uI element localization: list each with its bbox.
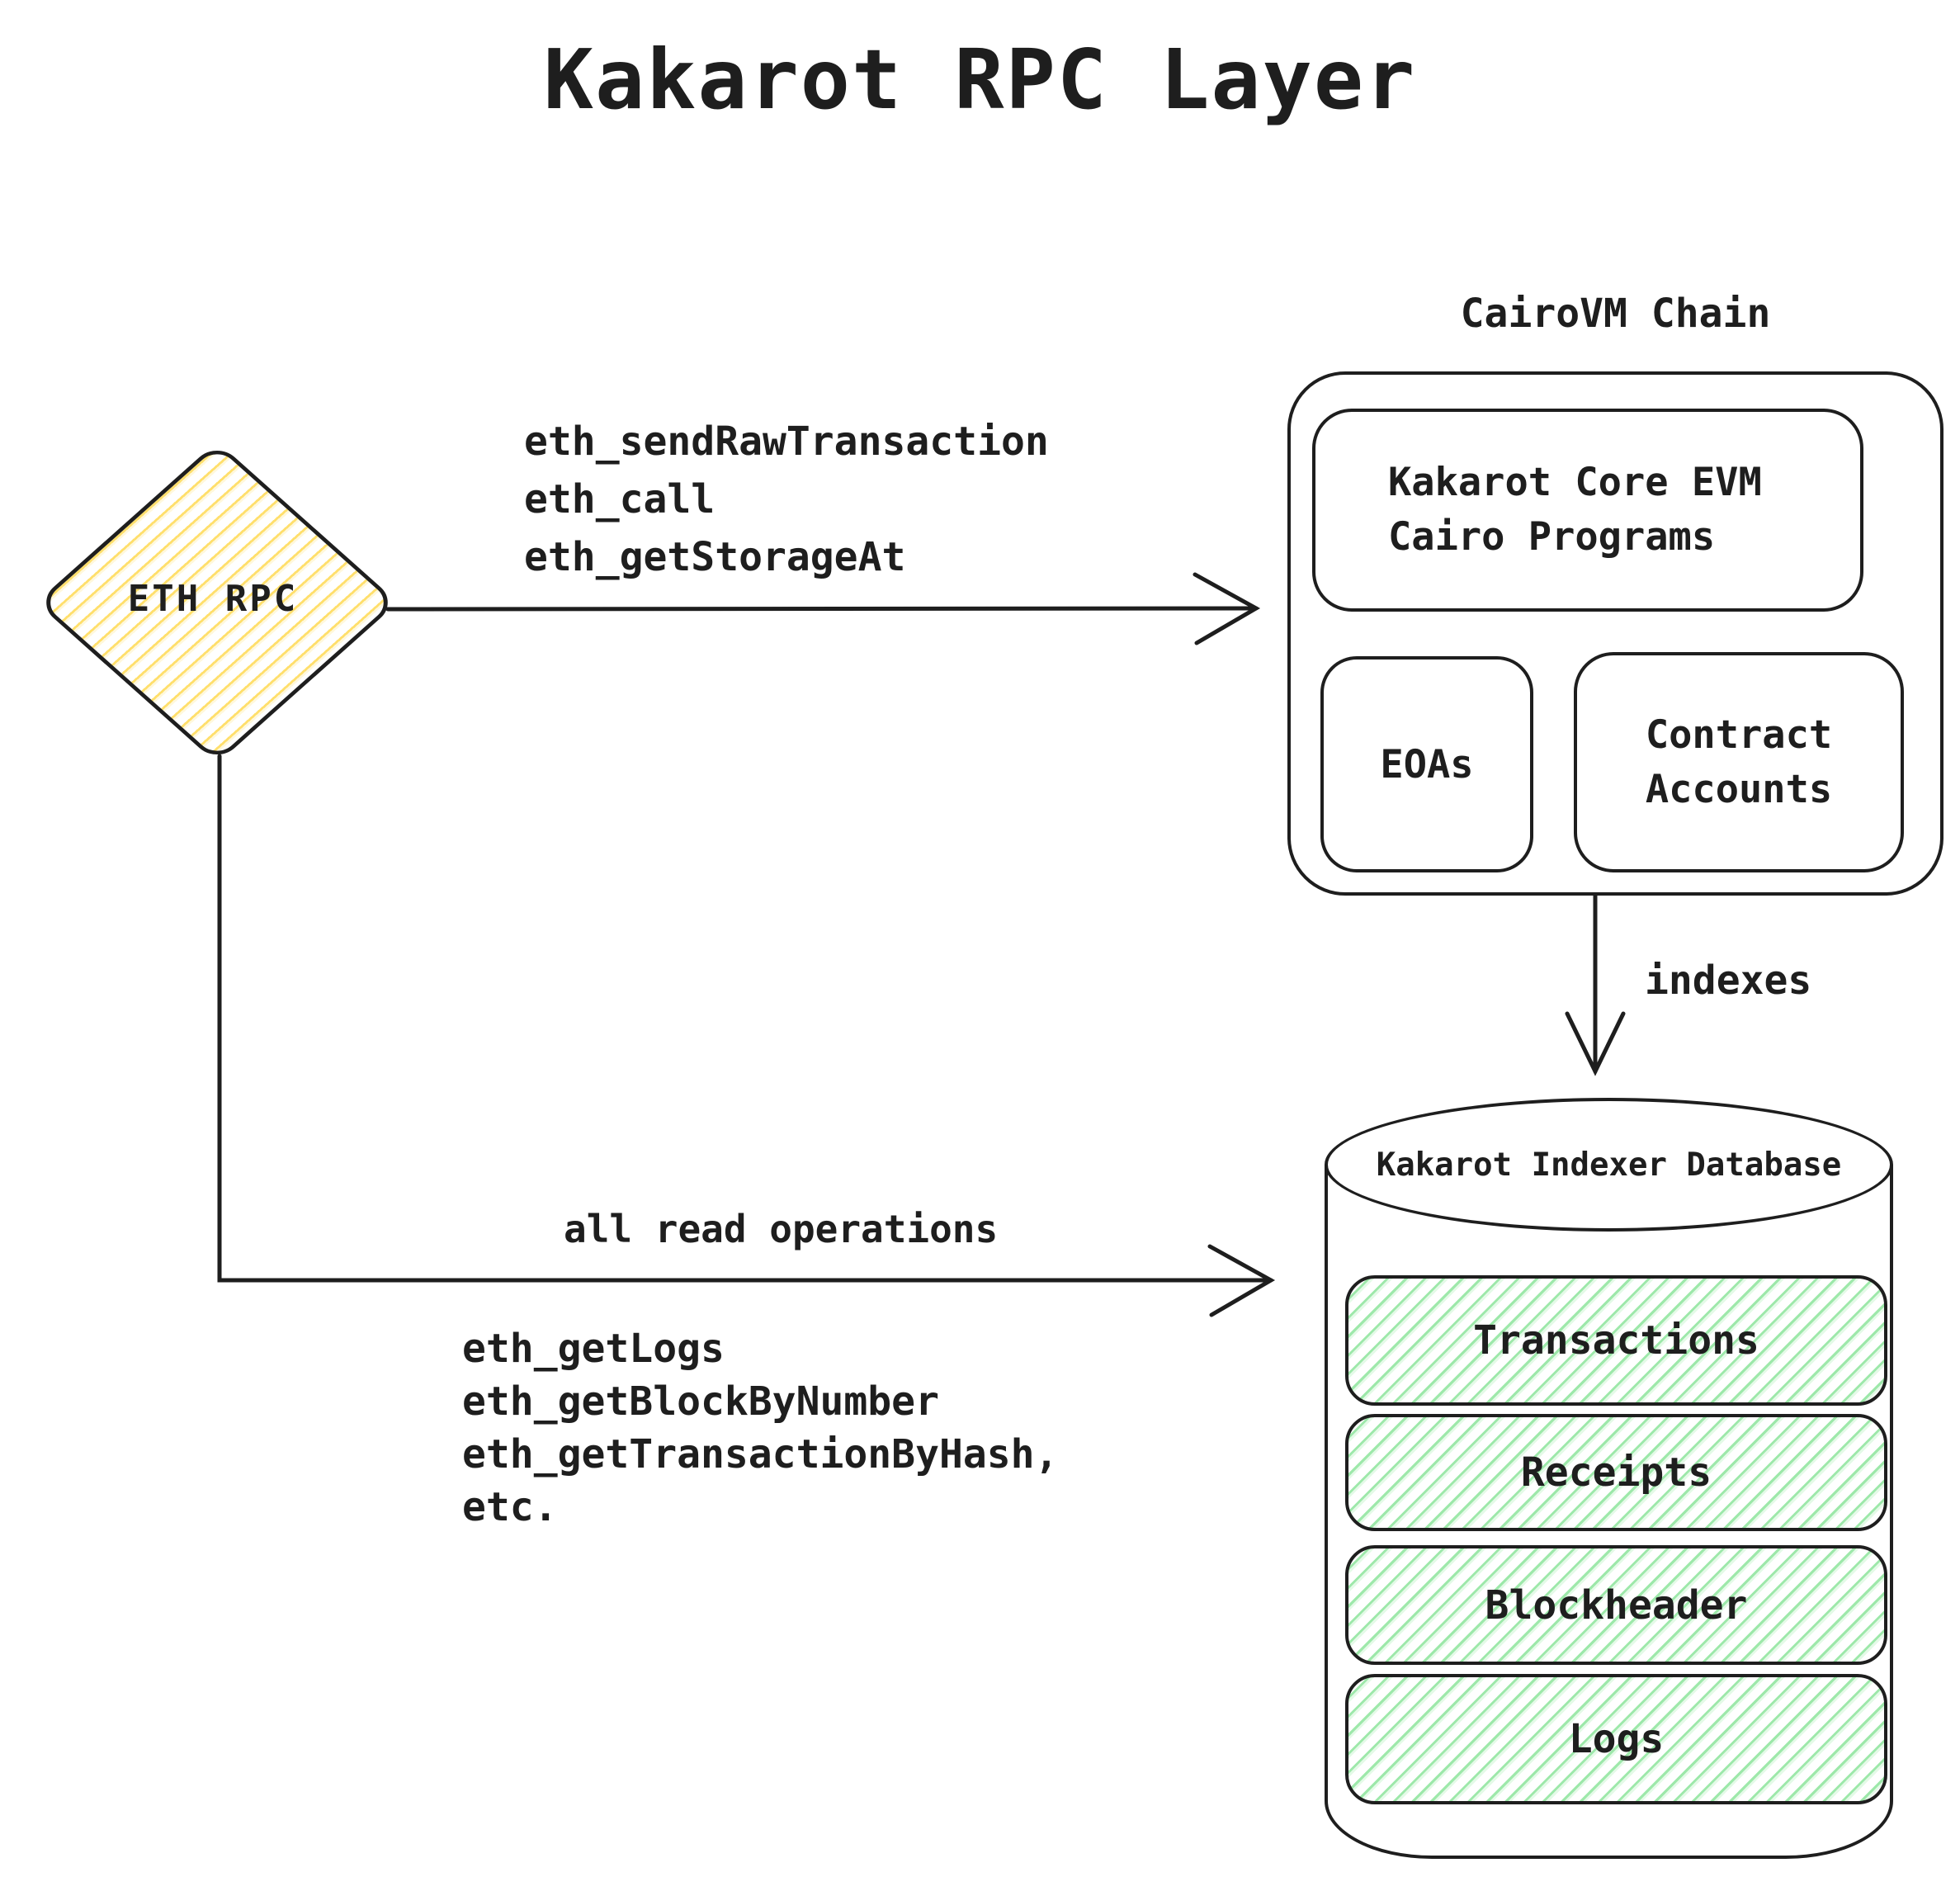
read-arrow [217,754,1276,1317]
cairovm-chain-title: CairoVM Chain [1460,291,1771,337]
db-table-receipts: Receipts [1345,1414,1887,1531]
db-table-transactions: Transactions [1345,1275,1887,1406]
write-method: eth_call [524,476,716,522]
write-arrow [385,572,1261,645]
eoas-label: EOAs [1380,741,1474,787]
write-methods-list: eth_sendRawTransaction eth_call eth_getS… [524,413,1049,586]
read-method: eth_getTransactionByHash, [462,1431,1059,1477]
contract-accounts-line1: Contract [1645,712,1833,758]
read-method: eth_getBlockByNumber [462,1378,939,1425]
contract-accounts-box: Contract Accounts [1574,652,1904,872]
write-method: eth_sendRawTransaction [524,418,1049,465]
read-methods-list: eth_getLogs eth_getBlockByNumber eth_get… [462,1322,1058,1534]
indexes-arrow-label: indexes [1645,957,1812,1004]
db-table-logs: Logs [1345,1674,1887,1804]
read-operations-label: all read operations [564,1207,999,1251]
kakarot-core-evm-box: Kakarot Core EVM Cairo Programs [1312,409,1863,612]
eth-rpc-node: ETH RPC [35,441,399,764]
diagram-title: Kakarot RPC Layer [543,31,1417,128]
core-box-line1: Kakarot Core EVM [1388,460,1762,506]
indexes-arrow [1565,887,1626,1076]
eth-rpc-label: ETH RPC [127,577,299,620]
database-cylinder-top: Kakarot Indexer Database [1325,1098,1893,1232]
core-box-line2: Cairo Programs [1388,514,1716,560]
read-method: eth_getLogs [462,1326,725,1372]
db-table-blockheader: Blockheader [1345,1545,1887,1665]
database-title: Kakarot Indexer Database [1376,1146,1842,1184]
read-method: etc. [462,1484,558,1530]
write-method: eth_getStorageAt [524,534,906,580]
eoas-box: EOAs [1320,656,1533,872]
contract-accounts-line2: Accounts [1645,766,1833,812]
